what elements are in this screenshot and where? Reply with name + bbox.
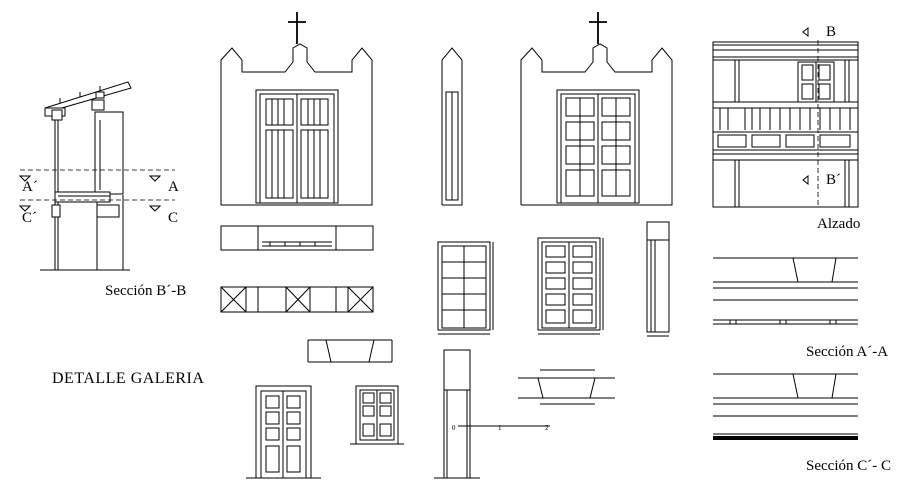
gutter-detail-left	[307, 339, 393, 363]
window-elevation-small-right	[350, 385, 404, 445]
door-elevation-double-glass	[437, 241, 494, 335]
gutter-detail-right	[518, 369, 615, 405]
chapel-plan-upper	[220, 225, 374, 251]
alzado-elevation	[712, 26, 859, 208]
label-seccion-a-a: Sección A´-A	[806, 344, 888, 360]
mark-a-right: A	[168, 179, 179, 195]
chapel-side-elevation	[441, 47, 463, 206]
label-seccion-b-b: Sección B´-B	[105, 283, 186, 299]
title-detalle-galeria: DETALLE GALERIA	[52, 370, 204, 387]
scale-label-0: 0	[452, 424, 456, 432]
label-seccion-c-c: Sección C´- C	[806, 458, 891, 474]
section-a-a-drawing	[713, 257, 858, 325]
mark-c-left: C´	[22, 210, 37, 226]
scale-label-2: 2	[545, 424, 549, 432]
chapel-elevation-left	[220, 12, 373, 206]
label-alzado: Alzado	[817, 216, 860, 232]
scale-label-1: 1	[498, 424, 502, 432]
section-c-c-drawing	[713, 373, 858, 440]
chapel-elevation-right	[520, 12, 673, 206]
door-elevation-small-left	[246, 385, 321, 479]
door-elevation-double-panel	[537, 237, 604, 335]
mark-b-bottom: B´	[826, 172, 841, 188]
section-b-b-drawing	[18, 81, 175, 271]
mark-b-top: B	[826, 24, 836, 40]
chapel-plan-lower	[220, 286, 374, 313]
column-section-tall	[434, 349, 480, 479]
door-section-side	[646, 221, 670, 337]
mark-c-right: C	[168, 210, 178, 226]
mark-a-left: A´	[22, 179, 38, 195]
